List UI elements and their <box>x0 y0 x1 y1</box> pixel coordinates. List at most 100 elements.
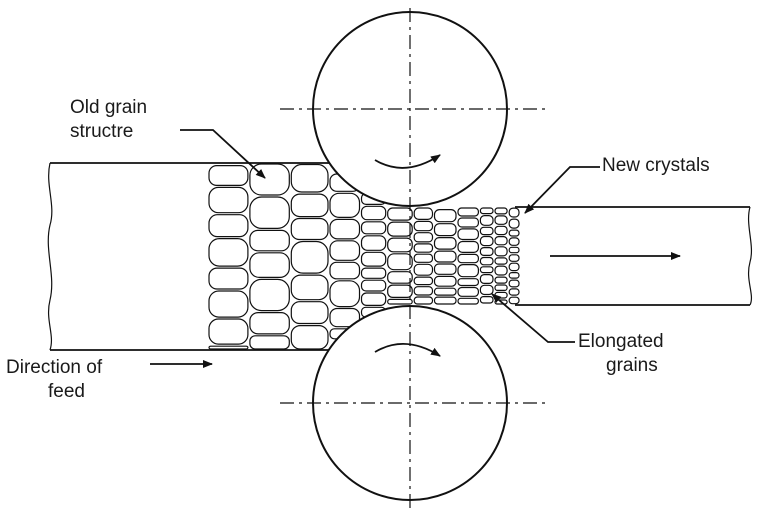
direction-of-feed-label-line1: Direction of <box>6 357 103 378</box>
grain <box>249 252 290 279</box>
old-grain-label-line1: Old grain <box>70 97 148 118</box>
direction-of-feed-label: Direction of feed <box>6 356 102 404</box>
grain <box>413 286 434 296</box>
grain <box>329 261 361 280</box>
grain <box>208 318 249 345</box>
grain <box>494 284 508 292</box>
centre-lines <box>280 8 545 508</box>
grain <box>494 257 508 265</box>
grain <box>360 205 387 221</box>
grain <box>479 226 494 236</box>
grain <box>290 274 329 301</box>
grain <box>457 240 479 253</box>
grain-structure <box>208 163 520 350</box>
new-crystals-label: New crystals <box>602 155 710 176</box>
grain <box>329 192 361 219</box>
grain <box>208 290 249 318</box>
grain <box>413 276 434 286</box>
elongated-grains-label: Elongated grains <box>578 330 664 378</box>
grain <box>249 278 290 312</box>
grain <box>494 225 508 236</box>
grain <box>433 250 457 263</box>
grain <box>290 325 329 350</box>
direction-of-feed-label-line2: feed <box>48 381 85 402</box>
grain <box>387 253 413 271</box>
grain <box>249 335 290 350</box>
grain <box>457 297 479 305</box>
elongated-grains-leader <box>491 293 575 343</box>
grain <box>387 237 413 253</box>
grain <box>387 207 413 221</box>
grain <box>433 263 457 275</box>
grain <box>433 296 457 305</box>
grain <box>494 215 508 225</box>
grain <box>360 267 387 279</box>
grain <box>457 278 479 287</box>
grain <box>249 196 290 229</box>
grain <box>508 288 520 296</box>
grain <box>208 214 249 238</box>
grain <box>508 237 520 246</box>
grain <box>508 296 520 305</box>
grain <box>329 218 361 240</box>
old-grain-leader <box>180 129 266 179</box>
grain <box>508 254 520 262</box>
grain <box>508 246 520 254</box>
grain <box>360 251 387 267</box>
grain <box>329 240 361 261</box>
grain <box>387 271 413 284</box>
grain <box>508 262 520 272</box>
grain <box>413 243 434 253</box>
grain <box>494 236 508 246</box>
incoming-workpiece <box>47 162 330 351</box>
grain <box>387 298 413 305</box>
grain <box>290 240 329 274</box>
grain <box>494 246 508 257</box>
grain <box>208 345 249 350</box>
grain <box>360 235 387 251</box>
outgoing-workpiece <box>515 206 753 306</box>
grain <box>479 207 494 215</box>
grain <box>494 207 508 215</box>
grain <box>457 228 479 241</box>
old-grain-label: Old grain structre <box>70 96 147 144</box>
grain <box>479 215 494 226</box>
new-crystals-leader <box>524 166 600 214</box>
grain <box>457 207 479 217</box>
grain <box>457 217 479 228</box>
grain <box>329 280 361 308</box>
grain <box>360 292 387 306</box>
grain <box>208 238 249 267</box>
grain <box>479 296 494 304</box>
grain <box>387 221 413 237</box>
grain <box>413 232 434 243</box>
grain <box>433 237 457 250</box>
grain <box>479 256 494 266</box>
grain <box>508 207 520 218</box>
grain <box>479 274 494 285</box>
grain <box>457 253 479 264</box>
grain <box>290 193 329 218</box>
grain <box>413 220 434 232</box>
elongated-grains-label-line2: grains <box>606 355 658 376</box>
grain <box>360 279 387 292</box>
grain <box>290 163 329 193</box>
grain <box>413 207 434 220</box>
grain <box>360 221 387 235</box>
old-grain-label-line2: structre <box>70 121 134 142</box>
grain <box>433 275 457 287</box>
grain <box>479 284 494 296</box>
grain <box>208 186 249 214</box>
grain <box>457 286 479 297</box>
grain <box>433 209 457 223</box>
leader-lines <box>150 129 600 368</box>
grain <box>508 279 520 288</box>
grain <box>208 165 249 187</box>
grain <box>494 265 508 276</box>
grain <box>249 229 290 252</box>
grain <box>494 276 508 284</box>
grain <box>413 263 434 276</box>
grain <box>387 284 413 299</box>
elongated-grains-label-line1: Elongated <box>578 331 664 352</box>
